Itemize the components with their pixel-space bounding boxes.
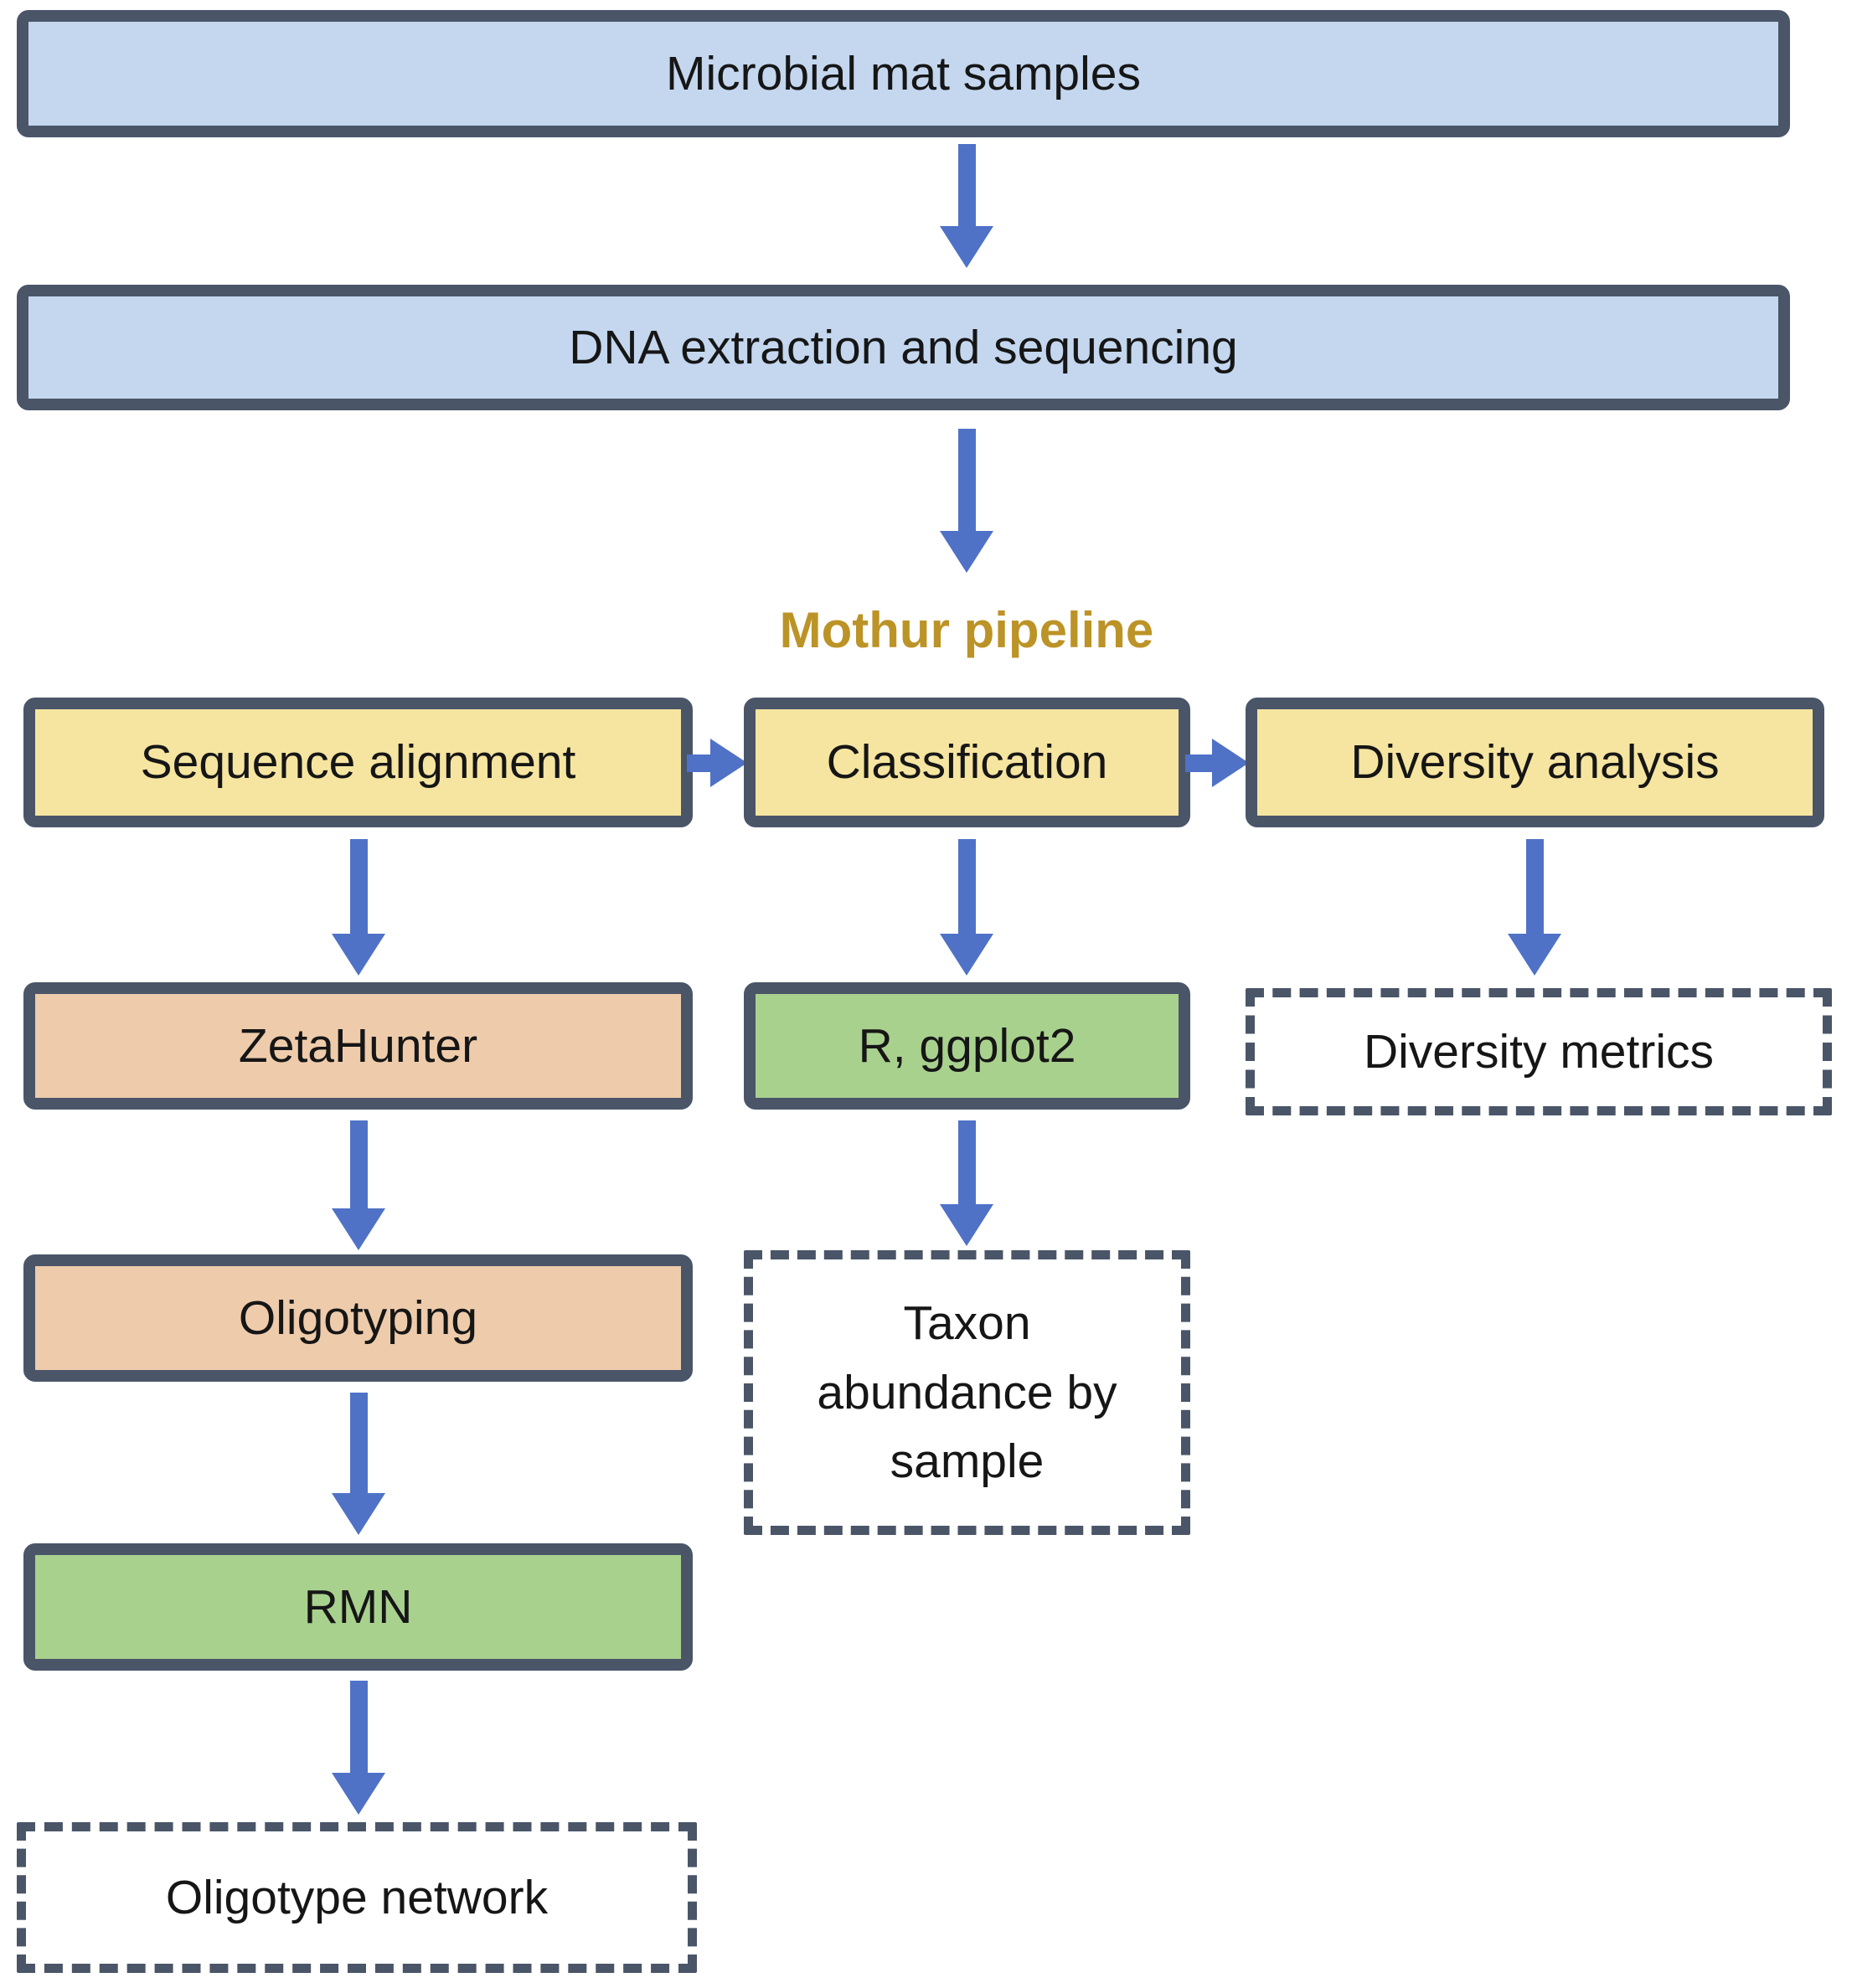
arrow-shaft — [687, 754, 710, 772]
node-classification: Classification — [744, 698, 1190, 827]
node-microbial-mat-samples: Microbial mat samples — [17, 10, 1790, 137]
arrow-down-rggplot2-to-taxon — [940, 1120, 993, 1246]
node-label: Diversity analysis — [1350, 735, 1720, 790]
section-label-mothur-pipeline: Mothur pipeline — [779, 601, 1154, 658]
arrow-head — [332, 1773, 385, 1815]
arrow-shaft — [349, 1393, 368, 1493]
arrow-shaft — [957, 1120, 976, 1204]
node-label: Classification — [826, 735, 1108, 790]
node-oligotyping: Oligotyping — [23, 1254, 693, 1382]
node-label: Microbial mat samples — [666, 46, 1141, 100]
arrow-down-samples-to-dna — [940, 144, 993, 268]
arrow-shaft — [349, 839, 368, 934]
arrow-shaft — [1185, 754, 1212, 772]
node-diversity-metrics: Diversity metrics — [1246, 988, 1832, 1115]
arrow-down-alignment-to-zetahunter — [332, 839, 385, 976]
node-taxon-abundance: Taxon abundance by sample — [744, 1250, 1190, 1535]
arrow-head — [1212, 739, 1249, 787]
node-sequence-alignment: Sequence alignment — [23, 698, 693, 827]
arrow-head — [332, 1493, 385, 1535]
arrow-shaft — [1525, 839, 1544, 934]
arrow-head — [1508, 934, 1561, 976]
node-label: Sequence alignment — [140, 735, 576, 790]
node-label: R, ggplot2 — [858, 1018, 1076, 1073]
arrow-shaft — [957, 839, 976, 934]
arrow-down-dna-to-pipeline — [940, 429, 993, 573]
node-diversity-analysis: Diversity analysis — [1246, 698, 1824, 827]
arrow-right-alignment-to-classification — [687, 739, 747, 787]
node-label: Oligotyping — [238, 1290, 478, 1345]
node-label: Diversity metrics — [1363, 1024, 1714, 1079]
node-dna-extraction-sequencing: DNA extraction and sequencing — [17, 285, 1790, 410]
arrow-head — [710, 739, 747, 787]
node-oligotype-network: Oligotype network — [17, 1822, 697, 1973]
node-rmn: RMN — [23, 1543, 693, 1671]
node-label: DNA extraction and sequencing — [569, 320, 1238, 374]
arrow-head — [332, 1208, 385, 1250]
arrow-head — [940, 1204, 993, 1246]
arrow-shaft — [957, 144, 976, 226]
arrow-down-diversity-to-metrics — [1508, 839, 1561, 976]
node-label: Oligotype network — [165, 1870, 549, 1924]
node-zetahunter: ZetaHunter — [23, 982, 693, 1110]
arrow-right-classification-to-diversity — [1185, 739, 1249, 787]
node-label: RMN — [303, 1579, 413, 1634]
arrow-head — [940, 531, 993, 573]
arrow-shaft — [957, 429, 976, 531]
arrow-shaft — [349, 1681, 368, 1773]
arrow-down-zetahunter-to-oligotyping — [332, 1120, 385, 1250]
arrow-down-rmn-to-network — [332, 1681, 385, 1815]
arrow-down-oligotyping-to-rmn — [332, 1393, 385, 1535]
arrow-down-classification-to-rggplot2 — [940, 839, 993, 976]
arrow-head — [940, 226, 993, 268]
arrow-head — [940, 934, 993, 976]
node-label: ZetaHunter — [238, 1018, 478, 1073]
arrow-shaft — [349, 1120, 368, 1208]
node-label: Taxon abundance by sample — [817, 1296, 1117, 1489]
node-r-ggplot2: R, ggplot2 — [744, 982, 1190, 1110]
arrow-head — [332, 934, 385, 976]
